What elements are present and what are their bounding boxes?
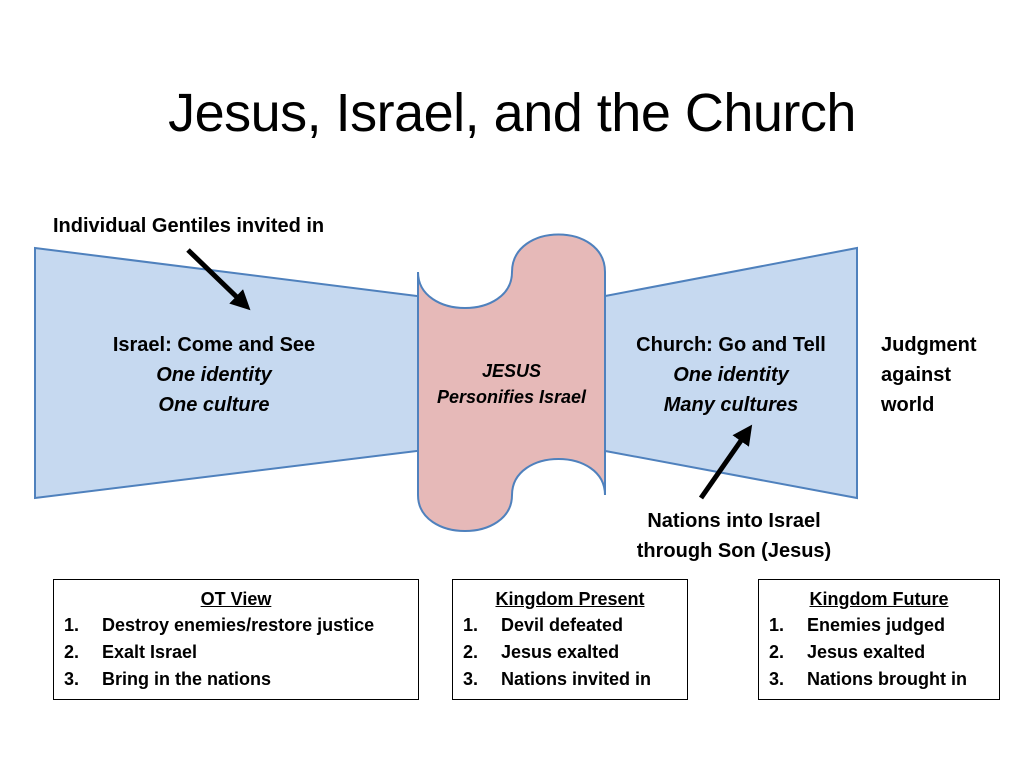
box-heading: Kingdom Future xyxy=(809,589,949,609)
list-item: 2. Exalt Israel xyxy=(64,639,408,666)
judgment-line-2: against xyxy=(881,364,952,386)
item-text: Nations brought in xyxy=(807,669,967,689)
judgment-line-3: world xyxy=(881,394,935,416)
item-text: Bring in the nations xyxy=(102,669,271,689)
item-number: 1. xyxy=(769,615,785,635)
judgment-line-1: Judgment xyxy=(881,334,977,356)
item-number: 3. xyxy=(463,669,479,689)
item-number: 1. xyxy=(64,615,80,635)
item-number: 2. xyxy=(64,642,80,662)
item-number: 2. xyxy=(463,642,479,662)
list-item: 2. Jesus exalted xyxy=(769,639,989,666)
jesus-title: JESUS xyxy=(481,361,542,381)
kingdom-future-box: Kingdom Future 1. Enemies judged 2. Jesus … xyxy=(758,579,1000,700)
box-heading: OT View xyxy=(200,589,272,609)
item-text: Jesus exalted xyxy=(501,642,620,662)
nations-line-1: Nations into Israel xyxy=(647,510,821,532)
kingdom-present-box: Kingdom Present 1. Devil defeated 2. Jesus… xyxy=(452,579,688,700)
item-text: Nations invited in xyxy=(501,669,652,689)
church-title: Church: Go and Tell xyxy=(636,334,826,356)
item-text: Destroy enemies/restore justice xyxy=(102,615,375,635)
item-text: Exalt Israel xyxy=(102,642,198,662)
israel-label: Israel: Come and See One identity One cu… xyxy=(84,330,344,420)
jesus-subtitle: Personifies Israel xyxy=(436,387,587,407)
list-item: 3. Nations invited in xyxy=(463,666,677,693)
nations-line-2: through Son (Jesus) xyxy=(636,540,832,562)
list-item: 3. Nations brought in xyxy=(769,666,989,693)
list-item: 1. Devil defeated xyxy=(463,612,677,639)
item-number: 3. xyxy=(769,669,785,689)
nations-arrow xyxy=(698,424,753,500)
item-number: 2. xyxy=(769,642,785,662)
jesus-label: JESUS Personifies Israel xyxy=(418,358,605,410)
item-text: Enemies judged xyxy=(807,615,946,635)
israel-culture: One culture xyxy=(158,394,270,416)
list-item: 2. Jesus exalted xyxy=(463,639,677,666)
list-item: 1. Enemies judged xyxy=(769,612,989,639)
list-item: 3. Bring in the nations xyxy=(64,666,408,693)
gentiles-arrow xyxy=(186,248,251,311)
page-title: Jesus, Israel, and the Church xyxy=(168,83,856,143)
box-heading: Kingdom Present xyxy=(495,589,645,609)
item-text: Devil defeated xyxy=(501,615,624,635)
item-text: Jesus exalted xyxy=(807,642,926,662)
gentiles-label: Individual Gentiles invited in xyxy=(53,215,325,237)
judgment-label: Judgment against world xyxy=(881,330,977,420)
nations-label: Nations into Israel through Son (Jesus) xyxy=(614,506,854,566)
church-identity: One identity xyxy=(673,364,789,386)
israel-title: Israel: Come and See xyxy=(112,334,316,356)
ot-view-box: OT View 1. Destroy enemies/restore justic… xyxy=(53,579,419,700)
israel-identity: One identity xyxy=(156,364,272,386)
jesus-scroll xyxy=(417,233,606,532)
church-cultures: Many cultures xyxy=(663,394,799,416)
item-number: 3. xyxy=(64,669,80,689)
church-label: Church: Go and Tell One identity Many cu… xyxy=(611,330,851,420)
list-item: 1. Destroy enemies/restore justice xyxy=(64,612,408,639)
item-number: 1. xyxy=(463,615,479,635)
